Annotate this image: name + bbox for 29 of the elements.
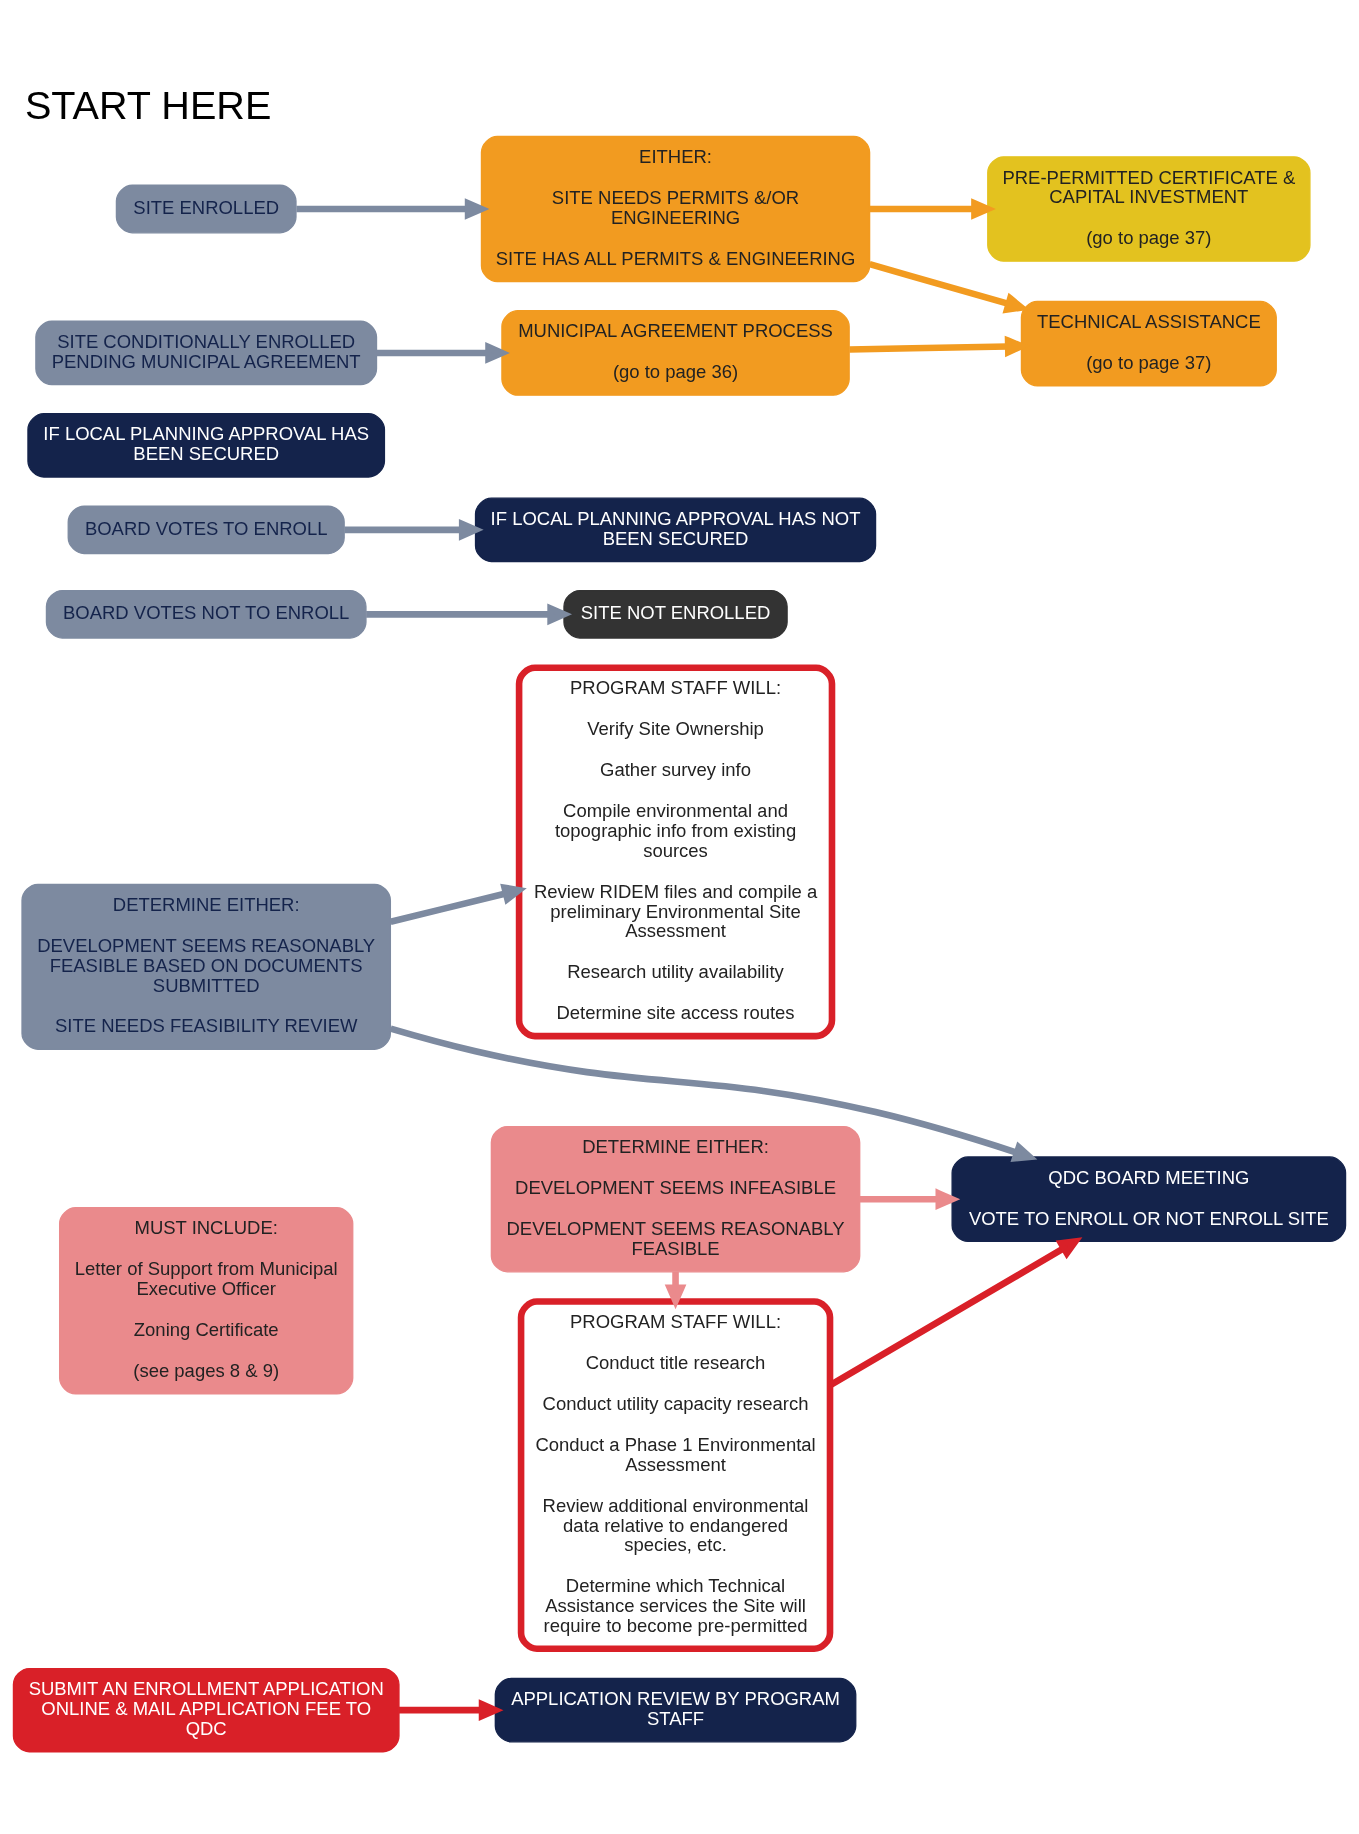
node-box: BOARD VOTES NOT TO ENROLL: [45, 589, 367, 639]
node-box: PROGRAM STAFF WILL: Conduct title research Conduct utility capacity research Conduct a Phase 1 Environmental Assessment Review additional environmental data relative to endangered species, etc. Determine which Technical Assistance services the Site will require to become pre-permitted: [517, 1298, 834, 1653]
node-box: SITE ENROLLED: [115, 184, 297, 234]
arrow: [376, 342, 510, 364]
arrow: [296, 198, 490, 220]
node-box: BOARD VOTES TO ENROLL: [67, 505, 345, 555]
arrow: [399, 1699, 504, 1721]
node-box: PRE-PERMITTED CERTIFICATE & CAPITAL INVESTMENT (go to page 37): [987, 156, 1311, 262]
node-box: PROGRAM STAFF WILL: Verify Site Ownership Gather survey info Compile environmental and topographic info from existing sources Review RIDEM files and compile a preliminary Environmental Site Assessment Research utility availability Determine site access routes: [515, 664, 836, 1040]
arrow: [344, 519, 484, 541]
node-box: TECHNICAL ASSISTANCE (go to page 37): [1020, 300, 1277, 387]
arrow: [389, 883, 527, 925]
node-box: DETERMINE EITHER: DEVELOPMENT SEEMS INFEASIBLE DEVELOPMENT SEEMS REASONABLY FEASIBLE: [490, 1125, 861, 1273]
node-box: IF LOCAL PLANNING APPROVAL HAS BEEN SECURED: [27, 413, 386, 478]
arrow: [366, 603, 573, 626]
diagram-title: START HERE: [24, 83, 272, 128]
node-box: SITE NOT ENROLLED: [563, 589, 788, 639]
node-box: IF LOCAL PLANNING APPROVAL HAS NOT BEEN SECURED: [474, 497, 877, 563]
node-box: EITHER: SITE NEEDS PERMITS &/OR ENGINEERING SITE HAS ALL PERMITS & ENGINEERING: [480, 135, 871, 283]
node-box: SUBMIT AN ENROLLMENT APPLICATION ONLINE & MAIL APPLICATION FEE TO QDC: [12, 1667, 400, 1753]
node-box: SITE CONDITIONALLY ENROLLED PENDING MUNICIPAL AGREEMENT: [35, 320, 378, 386]
arrow: [389, 1025, 1038, 1162]
node-box: APPLICATION REVIEW BY PROGRAM STAFF: [494, 1677, 857, 1743]
arrow: [869, 198, 996, 220]
node-box: QDC BOARD MEETING VOTE TO ENROLL OR NOT ENROLL SITE: [951, 1156, 1347, 1243]
node-box: DETERMINE EITHER: DEVELOPMENT SEEMS REASONABLY FEASIBLE BASED ON DOCUMENTS SUBMITTED SITE NEEDS FEASIBILITY REVIEW: [21, 883, 392, 1050]
node-box: MUST INCLUDE: Letter of Support from Municipal Executive Officer Zoning Certificate (see pages 8 & 9): [59, 1207, 354, 1395]
arrow: [859, 1188, 961, 1210]
node-box: MUNICIPAL AGREEMENT PROCESS (go to page 36): [501, 310, 850, 396]
